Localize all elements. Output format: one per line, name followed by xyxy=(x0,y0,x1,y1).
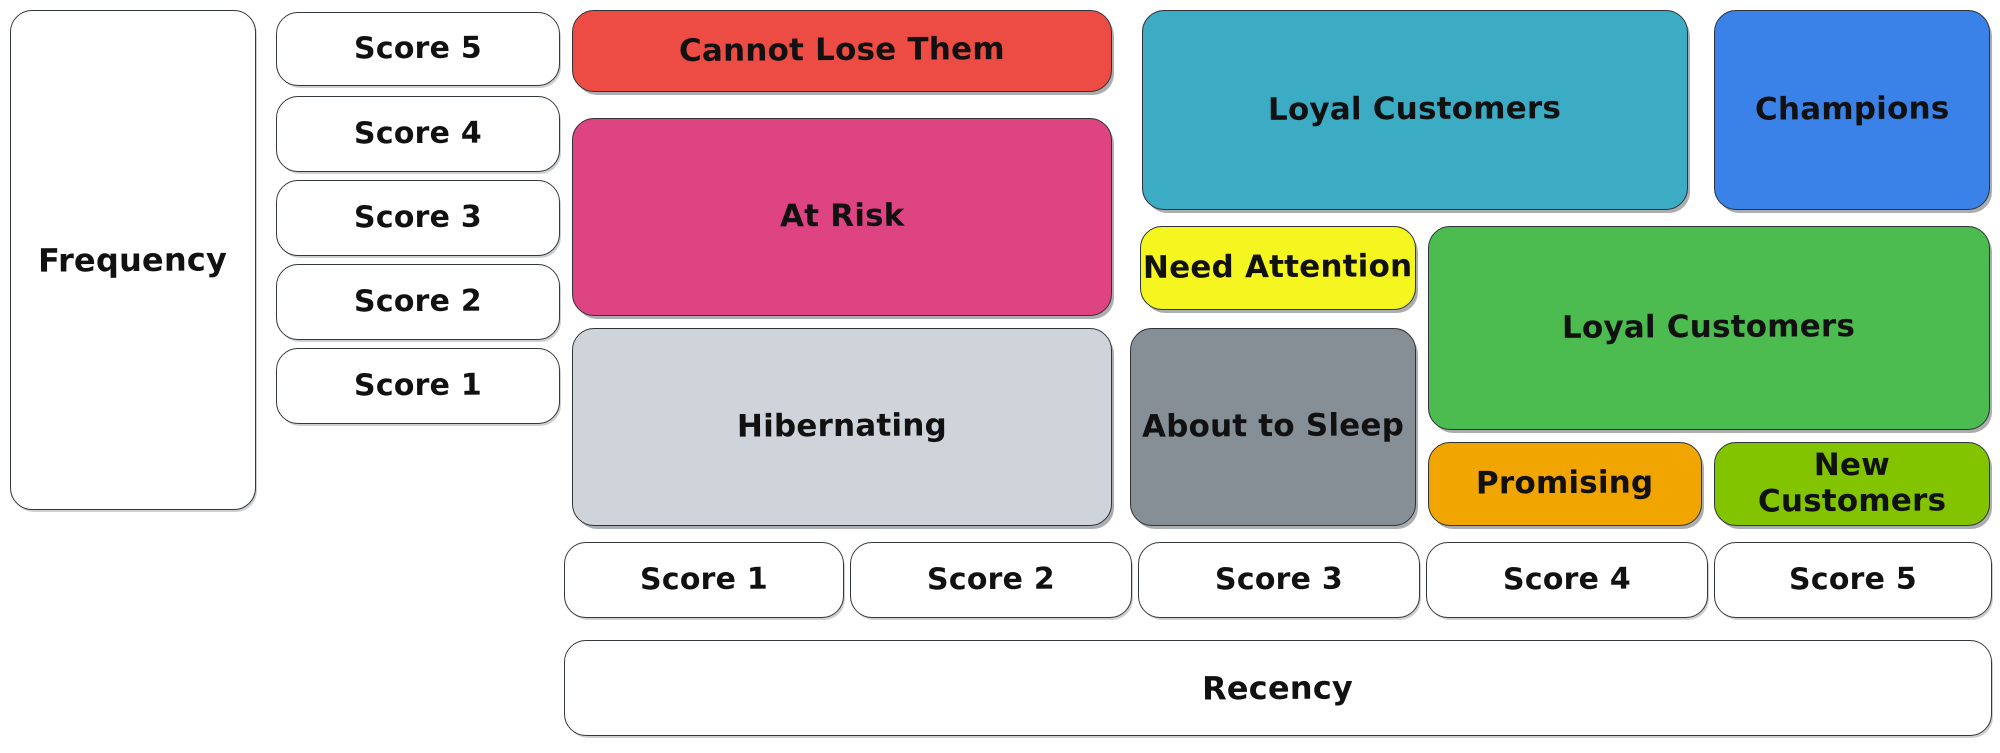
recency-score-2-label: Score 2 xyxy=(926,561,1056,598)
segment-loyal-customers-teal[interactable]: Loyal Customers xyxy=(1142,10,1688,210)
recency-score-3-label: Score 3 xyxy=(1214,561,1344,598)
frequency-score-5-label: Score 5 xyxy=(353,30,483,67)
segment-need-attention[interactable]: Need Attention xyxy=(1140,226,1416,310)
recency-score-4-label: Score 4 xyxy=(1502,561,1632,598)
segment-promising[interactable]: Promising xyxy=(1428,442,1702,526)
frequency-axis-label: Frequency xyxy=(10,10,256,510)
segment-loyal-customers-teal-label: Loyal Customers xyxy=(1268,90,1562,129)
recency-score-5-label: Score 5 xyxy=(1788,561,1918,598)
recency-score-2[interactable]: Score 2 xyxy=(850,542,1132,618)
recency-score-1-label: Score 1 xyxy=(639,561,769,598)
recency-score-5[interactable]: Score 5 xyxy=(1714,542,1992,618)
segment-about-to-sleep[interactable]: About to Sleep xyxy=(1130,328,1416,526)
segment-new-customers-label: New Customers xyxy=(1757,447,1947,520)
segment-at-risk-label: At Risk xyxy=(779,197,905,235)
segment-cannot-lose-them[interactable]: Cannot Lose Them xyxy=(572,10,1112,92)
segment-about-to-sleep-label: About to Sleep xyxy=(1141,407,1405,445)
segment-promising-label: Promising xyxy=(1476,464,1654,502)
segment-new-customers[interactable]: New Customers xyxy=(1714,442,1990,526)
frequency-score-2[interactable]: Score 2 xyxy=(276,264,560,340)
recency-score-3[interactable]: Score 3 xyxy=(1138,542,1420,618)
recency-score-1[interactable]: Score 1 xyxy=(564,542,844,618)
recency-score-4[interactable]: Score 4 xyxy=(1426,542,1708,618)
segment-hibernating[interactable]: Hibernating xyxy=(572,328,1112,526)
segment-cannot-lose-them-label: Cannot Lose Them xyxy=(678,31,1005,70)
segment-at-risk[interactable]: At Risk xyxy=(572,118,1112,316)
frequency-score-1-label: Score 1 xyxy=(353,367,483,404)
frequency-score-3[interactable]: Score 3 xyxy=(276,180,560,256)
frequency-score-4-label: Score 4 xyxy=(353,115,483,152)
frequency-score-2-label: Score 2 xyxy=(353,283,483,320)
frequency-axis-text: Frequency xyxy=(38,240,228,280)
segment-champions-label: Champions xyxy=(1754,90,1950,128)
frequency-score-5[interactable]: Score 5 xyxy=(276,12,560,86)
segment-champions[interactable]: Champions xyxy=(1714,10,1990,210)
frequency-score-3-label: Score 3 xyxy=(353,199,483,236)
recency-axis-text: Recency xyxy=(1202,668,1354,708)
frequency-score-4[interactable]: Score 4 xyxy=(276,96,560,172)
recency-axis-label: Recency xyxy=(564,640,1992,736)
segment-need-attention-label: Need Attention xyxy=(1143,248,1413,286)
segment-loyal-customers-green-label: Loyal Customers xyxy=(1562,308,1856,347)
segment-hibernating-label: Hibernating xyxy=(736,407,948,445)
frequency-score-1[interactable]: Score 1 xyxy=(276,348,560,424)
segment-loyal-customers-green[interactable]: Loyal Customers xyxy=(1428,226,1990,430)
